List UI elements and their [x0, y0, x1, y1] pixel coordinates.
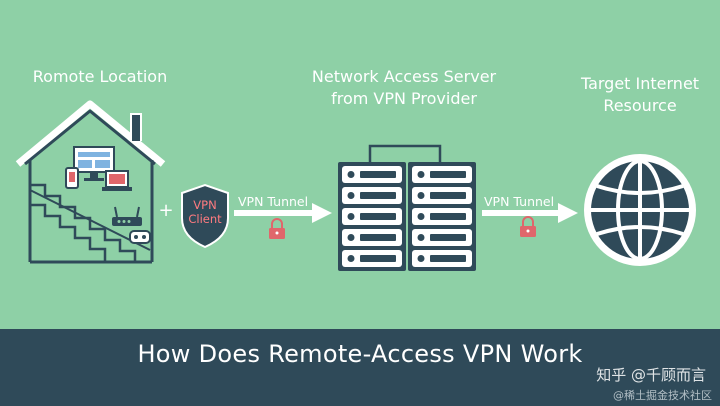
target-label-line1: Target Internet	[580, 74, 700, 93]
shield-icon	[181, 183, 229, 249]
lock-icon	[520, 216, 536, 237]
nas-label-line2: from VPN Provider	[331, 89, 477, 108]
remote-location-label: Romote Location	[32, 67, 168, 86]
watermark-zhihu: 知乎 @千顾而言	[596, 366, 706, 384]
nas-label: Network Access Server from VPN Provider	[290, 66, 518, 110]
vpn-client-label: VPN Client	[182, 198, 228, 226]
arrow-icon	[234, 203, 332, 223]
house-icon	[15, 100, 166, 264]
title-banner	[0, 329, 720, 406]
vpn-client-line2: Client	[188, 212, 222, 226]
globe-icon	[584, 154, 696, 266]
banner-title: How Does Remote-Access VPN Work	[137, 340, 583, 368]
vpn-client-line1: VPN	[193, 198, 217, 212]
target-label-line2: Resource	[603, 96, 677, 115]
vpn-tunnel-label-1: VPN Tunnel	[238, 194, 309, 209]
arrow-icon	[482, 203, 578, 223]
lock-icon	[269, 218, 285, 239]
target-label: Target Internet Resource	[560, 73, 720, 117]
vpn-tunnel-label-2: VPN Tunnel	[484, 194, 555, 209]
plus-sign: +	[158, 200, 174, 221]
nas-label-line1: Network Access Server	[311, 67, 497, 86]
server-rack-icon	[338, 144, 476, 271]
watermark-juejin: @稀土掘金技术社区	[613, 389, 712, 402]
